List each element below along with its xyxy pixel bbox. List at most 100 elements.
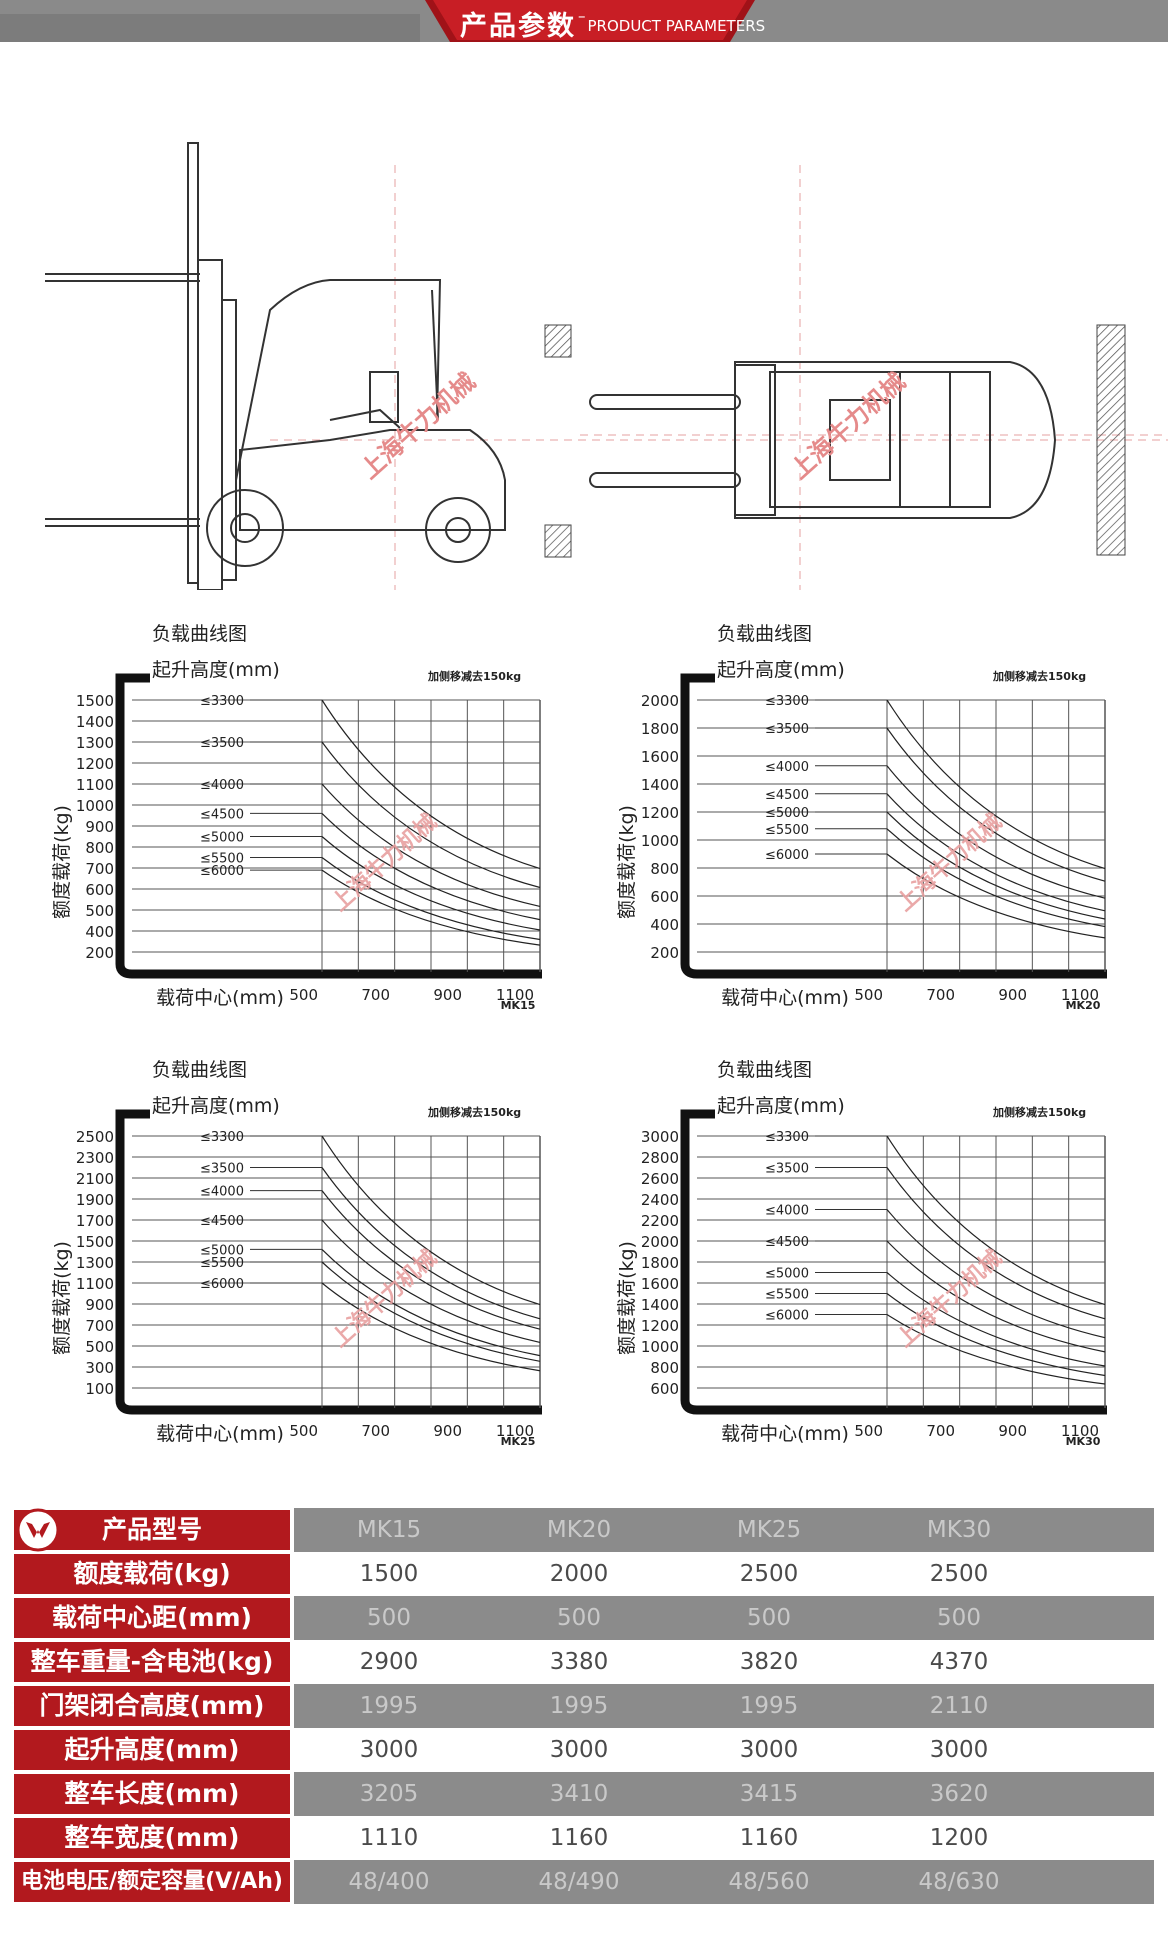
page-header: 产品参数 –PRODUCT PARAMETERS [0,0,1168,42]
load-curve [886,1240,1106,1353]
load-curve [886,853,1106,939]
height-label: ≤5500 [200,852,244,867]
spec-row-length: 整车长度(mm) 3205 3410 3415 3620 [14,1772,1154,1816]
chart-title: 负载曲线图 [152,1059,247,1081]
spec-cell: 2500 [739,1561,799,1587]
load-curve [886,1209,1106,1339]
chart-model-label: MK15 [501,999,536,1012]
load-curve [886,1135,1106,1306]
spec-row-lift-height: 起升高度(mm) 3000 3000 3000 3000 [14,1728,1154,1772]
spec-cell: 48/630 [918,1869,1000,1895]
y-tick-label: 600 [650,888,679,906]
height-label: ≤4500 [765,788,809,803]
load-curve [886,1167,1106,1320]
y-tick-label: 200 [85,944,114,962]
x-tick-label: 500 [289,1422,318,1440]
load-curve [321,836,541,931]
spec-row-load-center: 载荷中心距(mm) 500 500 500 500 [14,1596,1154,1640]
chart-model-label: MK30 [1066,1435,1101,1448]
load-curve [321,1261,541,1362]
height-label: ≤6000 [765,1309,809,1324]
spec-values: 3205 3410 3415 3620 [294,1772,1154,1816]
y-tick-label: 2600 [641,1170,679,1188]
y-tick-label: 900 [85,818,114,836]
x-tick-label: 700 [361,986,390,1004]
load-curve [886,699,1106,870]
height-label: ≤4000 [200,778,244,793]
y-tick-label: 1300 [76,734,114,752]
spec-cell: 3000 [549,1737,609,1763]
spec-values: 1110 1160 1160 1200 [294,1816,1154,1860]
spec-cell: 4370 [929,1649,989,1675]
load-curve [321,1219,541,1343]
x-tick-label: 500 [854,986,883,1004]
y-tick-label: 500 [85,902,114,920]
load-curve [321,1190,541,1330]
y-tick-label: 700 [85,1317,114,1335]
spec-values: 3000 3000 3000 3000 [294,1728,1154,1772]
spec-cell: 2900 [359,1649,419,1675]
y-tick-label: 1800 [641,720,679,738]
y-tick-label: 2800 [641,1149,679,1167]
y-tick-label: 1700 [76,1212,114,1230]
load-curve [321,699,541,870]
height-label: ≤3300 [765,1130,809,1145]
chart-subtitle: 起升高度(mm) [152,659,280,681]
spec-row-battery: 电池电压/额定容量(V/Ah) 48/400 48/490 48/560 48/… [14,1860,1154,1904]
spec-cell: 3620 [929,1781,989,1807]
spec-cell: 2110 [929,1693,989,1719]
height-label: ≤3500 [765,722,809,737]
height-label: ≤4500 [200,1214,244,1229]
spec-cell: 2000 [549,1561,609,1587]
y-tick-label: 1200 [641,804,679,822]
load-curve [321,857,541,941]
y-tick-label: 1600 [641,748,679,766]
chart-axis-frame [680,1109,1107,1415]
spec-cell: 500 [747,1605,791,1631]
y-tick-label: 1100 [76,1275,114,1293]
spec-cell: 1995 [359,1693,419,1719]
load-curve [886,1272,1106,1367]
spec-cell: 500 [937,1605,981,1631]
spec-label: 产品型号 [14,1510,290,1550]
y-tick-label: 900 [85,1296,114,1314]
spec-cell: 1995 [739,1693,799,1719]
spec-label: 载荷中心距(mm) [14,1598,290,1638]
y-tick-label: 500 [85,1338,114,1356]
y-tick-label: 800 [650,1359,679,1377]
forklift-side-view [45,142,506,590]
chart-title: 负载曲线图 [717,623,812,645]
spec-row-width: 整车宽度(mm) 1110 1160 1160 1200 [14,1816,1154,1860]
spec-cell: 3000 [739,1737,799,1763]
y-tick-label: 3000 [641,1128,679,1146]
spec-table: 产品型号 MK15 MK20 MK25 MK30 额度载荷(kg) 1500 2… [14,1508,1154,1904]
load-chart-svg: 负载曲线图起升高度(mm)加侧移减去150kg额度载荷(kg)载荷中心(mm)M… [616,1059,1107,1448]
load-chart-svg: 负载曲线图起升高度(mm)加侧移减去150kg额度载荷(kg)载荷中心(mm)M… [51,623,542,1012]
x-tick-label: 700 [926,986,955,1004]
y-tick-label: 400 [650,916,679,934]
spec-cell: 1500 [359,1561,419,1587]
spec-cell: 1160 [739,1825,799,1851]
spec-cell: 500 [557,1605,601,1631]
y-tick-label: 1000 [76,797,114,815]
height-label: ≤4000 [200,1185,244,1200]
load-curve [321,741,541,889]
spec-cell: 2500 [929,1561,989,1587]
spec-cell: 1995 [549,1693,609,1719]
height-label: ≤4500 [200,807,244,822]
x-tick-label: 900 [433,1422,462,1440]
height-label: ≤6000 [200,864,244,879]
chart-subtitle: 起升高度(mm) [717,1095,845,1117]
spec-values: 1500 2000 2500 2500 [294,1552,1154,1596]
chart-subtitle: 起升高度(mm) [152,1095,280,1117]
page-subtitle: –PRODUCT PARAMETERS [578,7,766,35]
y-tick-label: 300 [85,1359,114,1377]
watermark: 上海牛力机械 [355,367,481,484]
spec-values: 500 500 500 500 [294,1596,1154,1640]
spec-label: 起升高度(mm) [14,1730,290,1770]
x-tick-label: 1100 [1061,1422,1099,1440]
spec-label: 整车宽度(mm) [14,1818,290,1858]
chart-model-label: MK20 [1066,999,1101,1012]
